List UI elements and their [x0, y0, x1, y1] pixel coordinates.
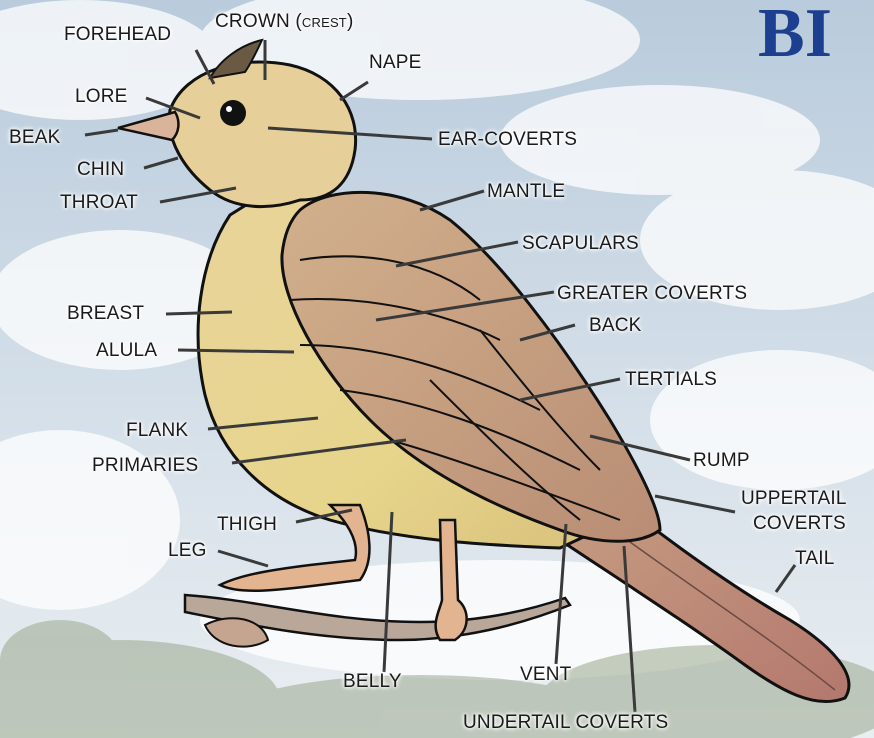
label-rump: RUMP — [693, 451, 750, 470]
label-crown: CROWN (CREST) — [215, 12, 353, 31]
label-lore: LORE — [75, 87, 128, 106]
label-flank: FLANK — [126, 421, 188, 440]
label-leg: LEG — [168, 541, 207, 560]
label-belly: BELLY — [343, 672, 402, 691]
label-uppertail-coverts-2: COVERTS — [753, 514, 846, 533]
label-thigh: THIGH — [217, 515, 277, 534]
label-tail: TAIL — [795, 549, 835, 568]
label-crown-close: ) — [347, 11, 354, 32]
label-nape: NAPE — [369, 53, 422, 72]
label-scapulars: SCAPULARS — [522, 234, 639, 253]
label-back: BACK — [589, 316, 642, 335]
label-throat: THROAT — [60, 193, 138, 212]
label-crown-text: CROWN ( — [215, 11, 302, 32]
label-breast: BREAST — [67, 304, 144, 323]
label-alula: ALULA — [96, 341, 157, 360]
publisher-logo: BI — [754, 0, 874, 60]
label-crest-text: CREST — [302, 15, 347, 30]
label-undertail-coverts: UNDERTAIL COVERTS — [463, 713, 668, 732]
eye — [220, 100, 246, 126]
label-forehead: FOREHEAD — [64, 25, 171, 44]
label-mantle: MANTLE — [487, 182, 565, 201]
label-chin: CHIN — [77, 160, 124, 179]
label-tertials: TERTIALS — [625, 370, 717, 389]
logo-text: BI — [758, 0, 832, 60]
label-ear-coverts: EAR-COVERTS — [438, 130, 577, 149]
label-beak: BEAK — [9, 128, 61, 147]
label-greater-coverts: GREATER COVERTS — [557, 284, 747, 303]
label-vent: VENT — [520, 665, 571, 684]
label-uppertail-coverts-1: UPPERTAIL — [741, 489, 847, 508]
label-primaries: PRIMARIES — [92, 456, 198, 475]
